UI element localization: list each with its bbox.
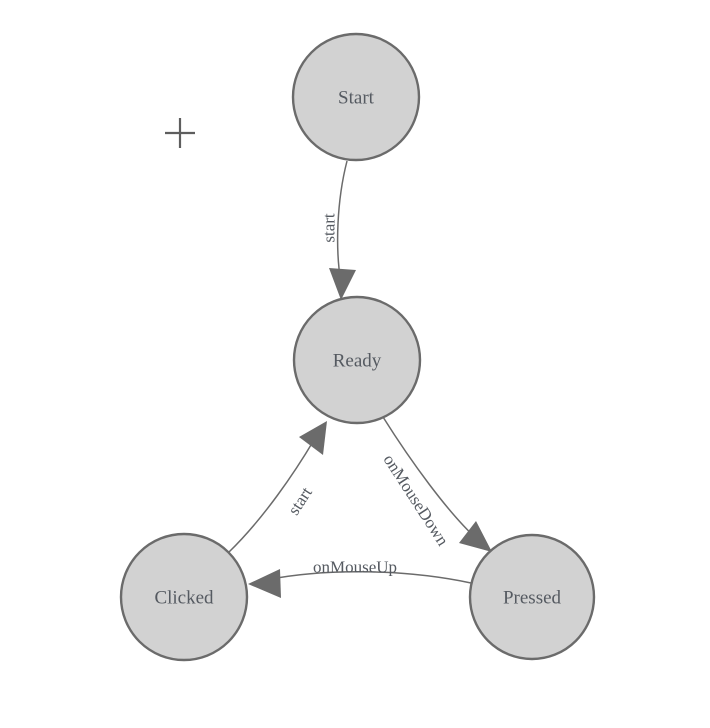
edge-label-pressed-to-clicked: onMouseUp [313, 558, 397, 577]
node-start-label: Start [338, 88, 375, 109]
node-pressed-label: Pressed [503, 588, 562, 609]
arrowhead-into-clicked [248, 569, 281, 598]
node-start[interactable]: Start [291, 32, 421, 162]
arrowhead-into-ready-top [329, 268, 356, 300]
edge-path-pressed-to-clicked[interactable] [265, 570, 472, 584]
node-start-circle[interactable] [291, 32, 421, 162]
node-clicked-label: Clicked [154, 588, 214, 609]
edge-path-start-to-ready[interactable] [336, 160, 348, 284]
node-ready[interactable]: Ready [292, 295, 422, 425]
node-ready-circle[interactable] [292, 295, 422, 425]
edge-pressed-to-clicked[interactable]: onMouseUp [248, 558, 472, 599]
edge-path-ready-to-pressed[interactable] [382, 416, 479, 541]
edge-start-to-ready[interactable]: start [320, 160, 357, 300]
node-pressed[interactable]: Pressed [468, 533, 596, 661]
crosshair-icon [165, 118, 195, 148]
node-clicked[interactable]: Clicked [119, 532, 249, 662]
node-pressed-circle[interactable] [468, 533, 596, 661]
edge-path-clicked-to-ready[interactable] [228, 439, 315, 553]
arrowhead-into-ready-lower-left [299, 421, 327, 455]
arrowhead-into-pressed [459, 521, 492, 552]
edge-clicked-to-ready[interactable]: start [228, 421, 327, 553]
node-clicked-circle[interactable] [119, 532, 249, 662]
edge-label-start-to-ready: start [320, 213, 339, 243]
node-ready-label: Ready [333, 351, 382, 372]
edge-ready-to-pressed[interactable]: onMouseDown [379, 416, 492, 552]
edge-label-clicked-to-ready: start [284, 483, 316, 518]
